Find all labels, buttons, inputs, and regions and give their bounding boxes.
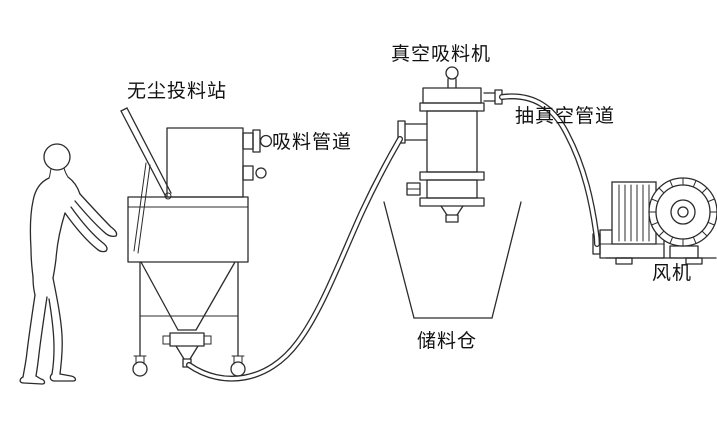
blower-pedestal — [669, 245, 699, 259]
feeder-lid — [422, 87, 482, 104]
station-fitting-lower-cap — [255, 167, 267, 179]
blower-hub — [670, 199, 696, 225]
feeder-top-knob — [445, 66, 459, 80]
label-storage-silo: 储料仓 — [417, 330, 477, 352]
feeder-inlet-pipe — [404, 123, 428, 141]
station-cone — [140, 261, 179, 331]
label-suction-pipe: 吸料管道 — [272, 131, 352, 153]
label-vacuum-pipe: 抽真空管道 — [515, 105, 615, 127]
station-fitting-lower — [242, 165, 254, 181]
operator-figure — [19, 143, 118, 385]
operator-head — [43, 143, 71, 171]
station-wheel-left — [132, 361, 148, 377]
feeder-inlet-flange — [397, 120, 406, 144]
station-wheel-right — [230, 361, 246, 377]
station-discharge-valve — [169, 332, 205, 347]
station-open-lid — [120, 110, 167, 198]
feeder-flange-mid — [419, 171, 485, 181]
operator-arm-lower — [70, 206, 108, 252]
silo-right-wall — [491, 201, 522, 319]
station-hood — [166, 127, 244, 198]
station-fitting-upper — [242, 132, 254, 150]
feeder-lower-body — [426, 179, 478, 199]
operator-leg-back — [22, 294, 36, 378]
operator-foot-back — [19, 375, 46, 385]
label-feeding-station: 无尘投料站 — [127, 80, 227, 102]
operator-leg-front — [52, 277, 63, 375]
feeding-station — [120, 107, 273, 377]
operator-foot-front — [49, 373, 77, 382]
vacuum-hose — [499, 93, 600, 247]
label-vacuum-feeder: 真空吸料机 — [391, 43, 491, 65]
operator-back — [29, 177, 50, 278]
station-lid-hinge — [164, 192, 172, 200]
station-fitting-upper-cap — [259, 134, 273, 148]
suction-hose — [186, 136, 403, 382]
blower-disc-fins — [648, 177, 717, 247]
blower-motor-fins — [618, 184, 650, 242]
vacuum-feeder — [397, 66, 503, 223]
feeder-vacuum-port — [483, 92, 496, 102]
operator-arm-upper — [79, 193, 118, 237]
feeder-discharge-stub — [445, 214, 459, 223]
silo-left-wall — [383, 201, 415, 319]
station-body — [127, 196, 249, 263]
feeder-body — [426, 110, 478, 173]
label-blower: 风机 — [652, 262, 692, 284]
feeder-clamp-ring — [419, 102, 485, 112]
blower-fan — [592, 177, 717, 265]
feeder-flange-bottom — [419, 197, 485, 207]
storage-silo — [383, 201, 522, 319]
